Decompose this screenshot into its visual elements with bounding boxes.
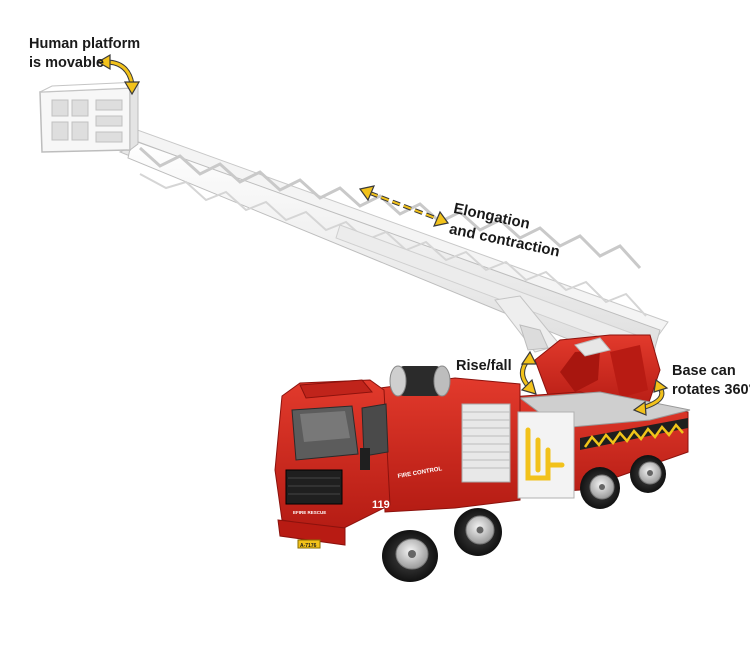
- rise-fall-annotation-text: Rise/fall: [456, 358, 512, 374]
- platform-annotation: Human platform is movable: [29, 35, 140, 73]
- fire-truck-body: [274, 365, 691, 549]
- base-rotate-arrow: [632, 378, 669, 416]
- wheel-rear-1: [580, 467, 620, 509]
- wheel-front: [382, 530, 438, 582]
- human-platform-basket: [39, 81, 140, 153]
- license-plate: A-7176: [300, 543, 317, 549]
- platform-annotation-line1: Human platform: [29, 36, 141, 52]
- platform-annotation-line2: is movable: [29, 55, 104, 71]
- grille-text: EFIRE RESCUE: [293, 510, 326, 515]
- platform-rotate-arrow: [96, 53, 141, 96]
- base-annotation-line2: rotates 360°: [672, 382, 750, 398]
- arrows: [96, 53, 669, 416]
- rise-fall-annotation: Rise/fall: [456, 357, 512, 376]
- base-annotation-line1: Base can: [672, 363, 736, 379]
- turret-base: [534, 334, 661, 423]
- elongation-arrow: [358, 185, 450, 227]
- ladder-truss: [138, 146, 642, 270]
- rise-fall-arrow: [520, 350, 537, 395]
- wheel-middle: [454, 508, 502, 556]
- wheel-rear-2: [630, 455, 666, 493]
- ladder: [118, 127, 669, 373]
- wheels: [382, 455, 666, 582]
- base-rotate-annotation: Base can rotates 360°: [672, 362, 750, 400]
- unit-number: 119: [372, 499, 390, 511]
